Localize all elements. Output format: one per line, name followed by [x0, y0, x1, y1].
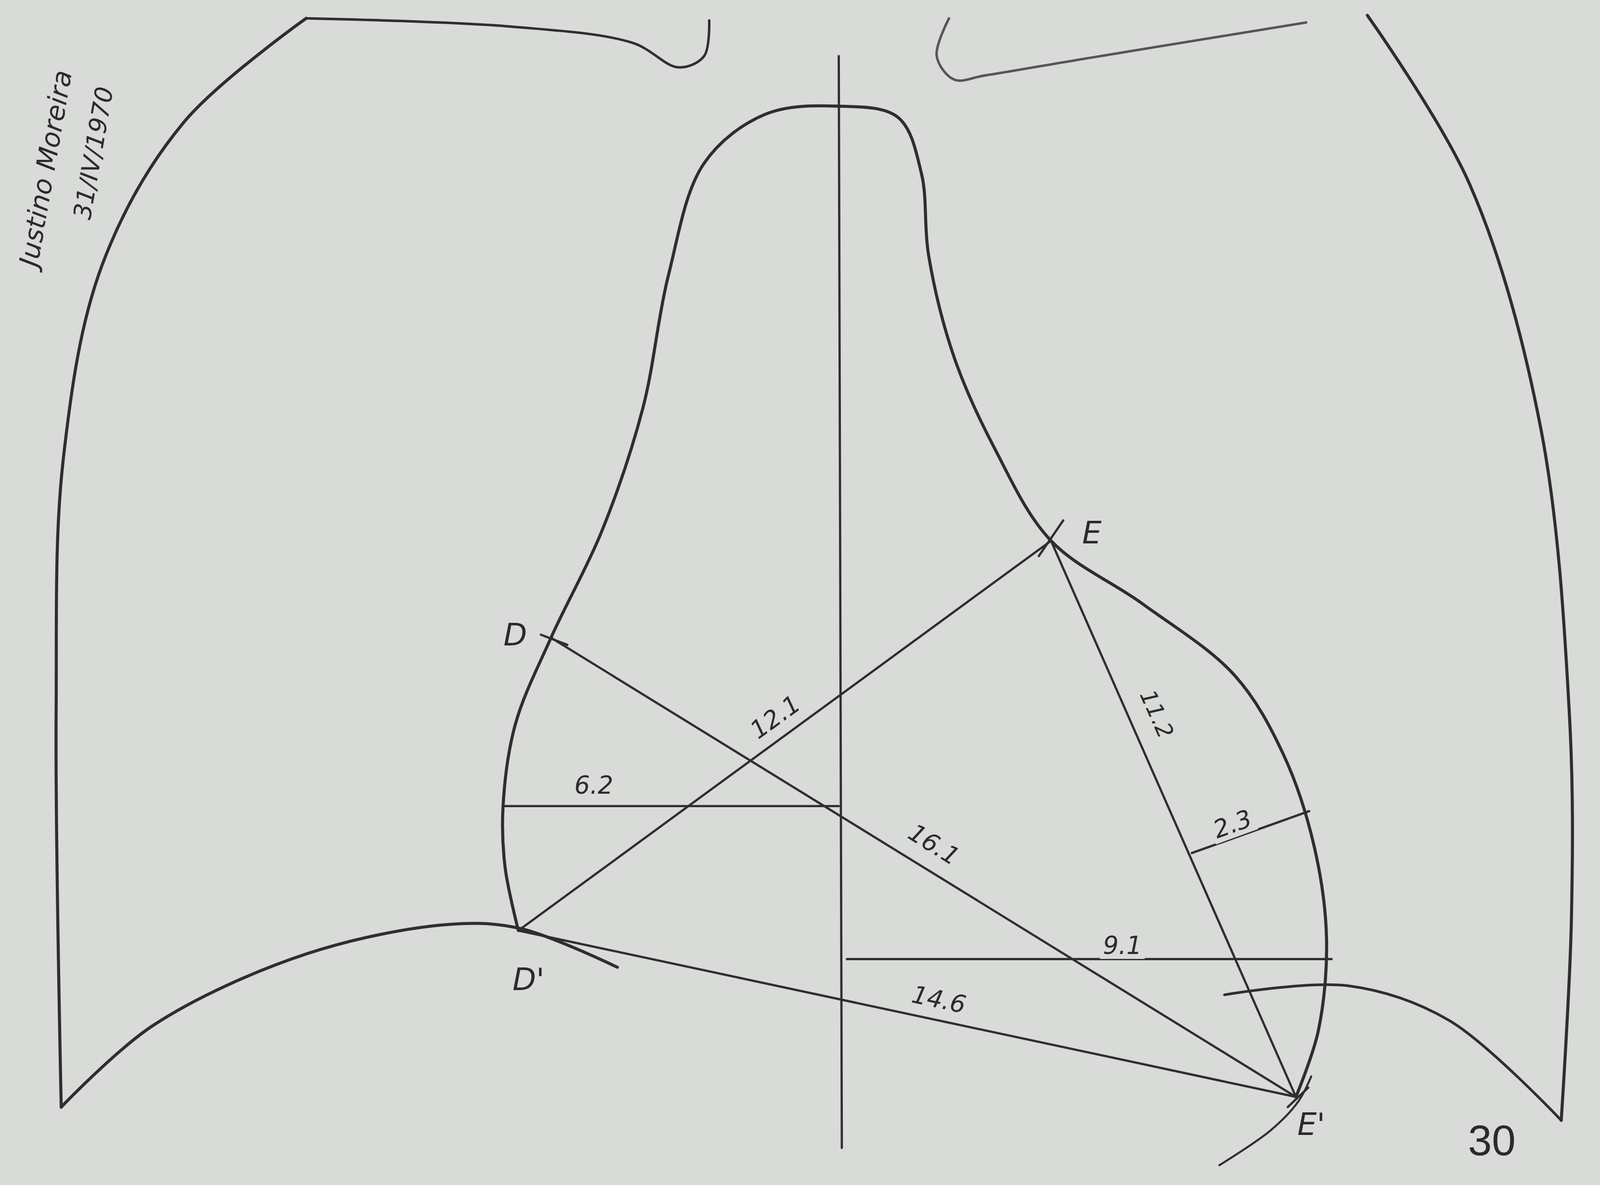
heart-outline — [502, 105, 1327, 1097]
diagonal-d-prime-e — [518, 541, 1052, 931]
dimension: 2.3 — [1206, 804, 1259, 846]
dimension: 14.6 — [906, 980, 972, 1020]
width-right — [847, 957, 1332, 961]
date: 31/IV/1970 — [68, 81, 120, 225]
tick-e-prime — [1287, 1087, 1308, 1108]
dimension: 11.2 — [1133, 683, 1179, 745]
diagonal-d-e-prime — [551, 637, 1297, 1097]
point-label: E' — [1294, 1107, 1329, 1142]
line-e-e-prime — [1050, 541, 1296, 1097]
midline — [838, 56, 842, 1149]
clavicle-right — [936, 18, 1307, 81]
figure-number: 30 — [1464, 1117, 1519, 1165]
left-diaphragm — [61, 923, 618, 1108]
dimension: 6.2 — [571, 772, 617, 800]
dimension: 12.1 — [743, 688, 809, 747]
tick-d — [541, 634, 568, 646]
right-lung-outline — [1367, 15, 1573, 1121]
right-diaphragm — [1224, 984, 1562, 1121]
tick-e — [1038, 520, 1064, 556]
dimension: 9.1 — [1099, 932, 1146, 960]
left-lung-outline — [55, 18, 307, 1108]
point-label: D — [500, 618, 531, 652]
dimension: 16.1 — [900, 817, 967, 873]
line-d-prime-e-prime — [518, 930, 1296, 1097]
width-left — [503, 804, 839, 808]
signature: Justino Moreira — [13, 64, 79, 272]
clavicle-left — [306, 18, 710, 68]
point-label: D' — [509, 962, 548, 997]
point-label: E — [1079, 516, 1105, 550]
